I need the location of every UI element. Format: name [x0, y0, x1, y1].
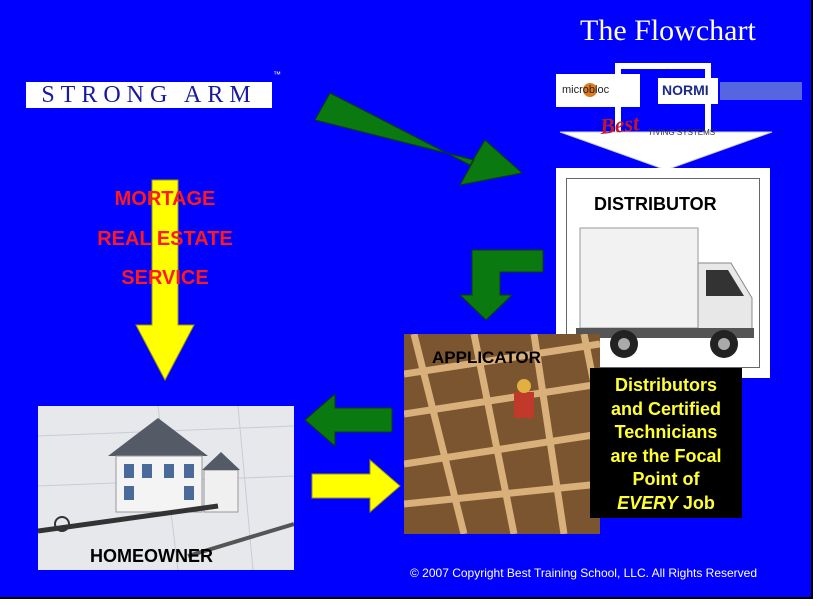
applicator-photo: APPLICATOR [404, 334, 600, 534]
green-diagonal-arrow [314, 92, 524, 186]
notice-line: Distributors [614, 375, 717, 395]
service-mortage: MORTAGE [114, 188, 216, 210]
applicator-label: APPLICATOR [432, 348, 541, 367]
green-elbow-arrow [458, 249, 544, 321]
box-truck-icon [576, 227, 754, 358]
roof-truss-icon [404, 334, 600, 534]
best-logo: Best [598, 110, 641, 139]
house-model-icon [38, 406, 294, 570]
trademark-symbol: ™ [273, 70, 281, 79]
notice-line: Technicians [614, 422, 718, 442]
service-real-estate: REAL ESTATE [97, 228, 233, 250]
service-service: SERVICE [121, 267, 209, 289]
distributor-label: DISTRIBUTOR [594, 194, 717, 214]
notice-emphasis: EVERY [617, 492, 678, 513]
microbloc-logo: microbloc [562, 84, 610, 96]
notice-line: and Certified [610, 398, 721, 419]
notice-line: are the Focal [610, 445, 722, 466]
notice-line: Point of [632, 469, 700, 489]
homeowner-label: HOMEOWNER [90, 546, 213, 566]
brand-arrow-graphic [556, 63, 802, 171]
strongarm-logo: STRONG ARM [26, 82, 272, 108]
copyright-notice: © 2007 Copyright Best Training School, L… [410, 566, 758, 580]
yellow-right-arrow [311, 458, 401, 514]
focal-point-notice: Distributors and Certified Technicians a… [590, 368, 742, 518]
microbloc-dot-icon [583, 83, 597, 97]
green-left-arrow [304, 392, 393, 448]
normi-logo: NORMI [662, 82, 709, 98]
notice-line-rest: Job [682, 492, 715, 513]
notice-line-last: EVERY Job [590, 492, 742, 516]
best-subtitle: TIVING SYSTEMS [648, 128, 716, 137]
yellow-down-arrow [135, 179, 195, 382]
slide-title: The Flowchart [580, 14, 756, 47]
homeowner-photo: HOMEOWNER [38, 406, 294, 570]
